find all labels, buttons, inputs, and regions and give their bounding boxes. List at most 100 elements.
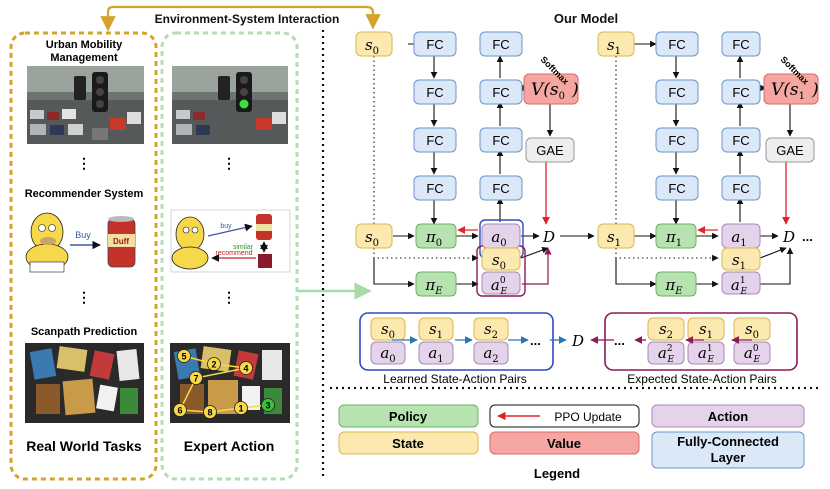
fc-label-left-value-1: FC xyxy=(492,37,509,52)
fc-label-right-policy-2: FC xyxy=(668,85,685,100)
recommend-label: recommend xyxy=(216,250,253,257)
fc-layer-right-value-2 xyxy=(721,79,761,105)
fixation-marker-2 xyxy=(207,357,221,371)
fc-layer-right-value-3 xyxy=(721,127,761,153)
legend-ppo: PPO Update xyxy=(554,410,622,424)
legend-policy-swatch xyxy=(338,404,479,428)
expected-action-1 xyxy=(687,341,725,365)
fc-layer-left-value-3 xyxy=(479,127,523,153)
fc-layer-right-policy-3 xyxy=(655,127,699,153)
legend-action-swatch xyxy=(651,404,805,428)
policy-pi1 xyxy=(655,223,697,249)
boardgame-image-left xyxy=(25,343,144,423)
traffic-image-left xyxy=(27,66,144,144)
state-s1-expert-label: s1 xyxy=(732,251,746,272)
learned-dots: ... xyxy=(530,333,541,348)
fixation-marker-6 xyxy=(173,403,187,417)
fc-layer-left-policy-2 xyxy=(413,79,457,105)
fixation-number-5: 5 xyxy=(181,352,186,362)
fc-label-right-value-1: FC xyxy=(732,37,749,52)
fixation-marker-3 xyxy=(261,398,275,412)
fc-label-left-policy-2: FC xyxy=(426,85,443,100)
fixation-number-4: 4 xyxy=(243,364,248,374)
interaction-arrow xyxy=(100,5,381,32)
expected-action-0 xyxy=(647,341,685,365)
legend: Policy PPO Update Action State Value Ful… xyxy=(338,404,805,481)
ppo-update-arrows xyxy=(457,160,790,234)
expected-dots: ... xyxy=(614,333,625,348)
learned-state-0 xyxy=(370,317,406,341)
fc-layer-left-value-1 xyxy=(479,31,523,57)
fc-label-left-value-3: FC xyxy=(492,133,509,148)
learned-action-1-label: a1 xyxy=(428,344,443,365)
gae-left xyxy=(525,137,575,163)
fc-label-right-value-3: FC xyxy=(732,133,749,148)
legend-state-swatch xyxy=(338,431,479,455)
fc-layer-left-value-2 xyxy=(479,79,523,105)
expected-state-1 xyxy=(687,317,725,341)
discriminator-right: D xyxy=(782,228,795,246)
legend-fc-line1: Fully-Connected xyxy=(677,434,779,449)
fixation-number-6: 6 xyxy=(177,406,182,416)
duff-can-icon xyxy=(107,216,136,268)
fixation-number-7: 7 xyxy=(193,374,198,384)
expert-action-to-d xyxy=(522,247,552,285)
fc-layer-right-policy-2 xyxy=(655,79,699,105)
duff-can-label: Duff xyxy=(113,237,129,246)
fixation-marker-5 xyxy=(177,349,191,363)
fixation-marker-8 xyxy=(203,405,217,419)
learned-action-2-label: a2 xyxy=(483,344,498,365)
expected-state-2-label: s0 xyxy=(745,320,759,341)
task-urban-mobility-title: Urban Mobility xyxy=(46,39,123,51)
legend-fc-line2: Layer xyxy=(711,450,746,465)
policy-pi-e-right-label: πE xyxy=(664,276,683,297)
action-ae0 xyxy=(481,271,521,295)
legend-value: Value xyxy=(547,436,581,451)
state-s1-expert xyxy=(721,247,761,271)
model-title: Our Model xyxy=(554,11,618,26)
expected-state-0 xyxy=(647,317,685,341)
expert-action-footer: Expert Action xyxy=(184,438,275,454)
fc-layer-left-policy-3 xyxy=(413,127,457,153)
task-urban-mobility-title-2: Management xyxy=(50,52,118,64)
task-recommender-title: Recommender System xyxy=(25,188,144,200)
fc-layer-right-value-1 xyxy=(721,31,761,57)
learned-action-2 xyxy=(473,341,509,365)
state-s1-top xyxy=(597,31,635,57)
fixation-marker-7 xyxy=(189,371,203,385)
fc-layer-left-policy-1 xyxy=(413,31,457,57)
learned-pairs-caption: Learned State-Action Pairs xyxy=(383,372,526,386)
state-s0-expert-label: s0 xyxy=(492,251,506,272)
learned-state-1 xyxy=(418,317,454,341)
expected-pairs-caption: Expected State-Action Pairs xyxy=(627,372,776,386)
policy-pi-e-left xyxy=(415,271,457,297)
value-v-s0 xyxy=(523,73,579,105)
legend-ppo-swatch xyxy=(489,404,640,428)
state-s1-mid-label: s1 xyxy=(607,228,621,249)
expected-state-1-label: s1 xyxy=(699,320,713,341)
state-s1-top-label: s1 xyxy=(607,36,621,57)
legend-state: State xyxy=(392,436,424,451)
fixation-number-8: 8 xyxy=(207,408,212,418)
legend-action: Action xyxy=(708,409,749,424)
fc-label-left-value-2: FC xyxy=(492,85,509,100)
state-s1-mid xyxy=(597,223,635,249)
gae-right-label: GAE xyxy=(776,143,804,158)
value-v-s1-close: ) xyxy=(811,80,819,100)
state-s0-top xyxy=(355,31,393,57)
action-a0-label: a0 xyxy=(491,228,506,249)
state-s0-top-label: s0 xyxy=(365,36,379,57)
state-s0-mid-label: s0 xyxy=(365,228,379,249)
recommender-expert-image xyxy=(170,209,291,273)
state-s0-mid xyxy=(355,223,393,249)
value-v-s1 xyxy=(763,73,819,105)
fc-layer-right-value-4 xyxy=(721,175,761,201)
ellipsis-left-2: ⋮ xyxy=(77,289,91,305)
fc-label-right-policy-4: FC xyxy=(668,181,685,196)
legend-fc-swatch xyxy=(651,431,805,469)
